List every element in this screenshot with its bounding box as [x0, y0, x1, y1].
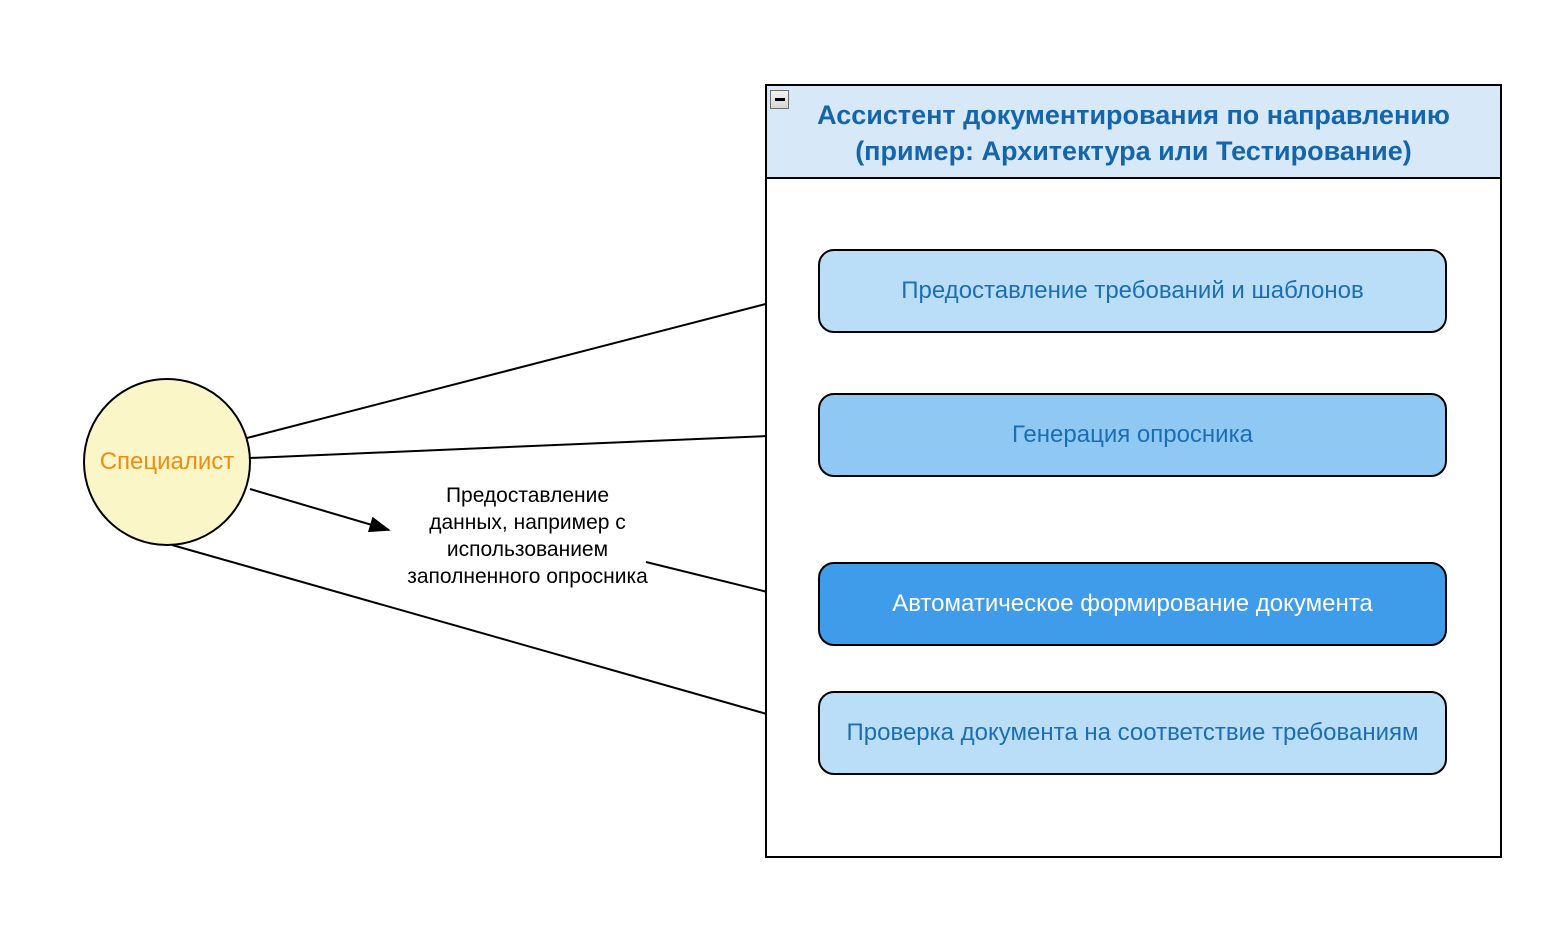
edge-label: Предоставление данных, например с исполь…: [407, 484, 648, 588]
usecase-check-document-compliance[interactable]: Проверка документа на соответствие требо…: [818, 691, 1447, 775]
usecase-label: Предоставление требований и шаблонов: [901, 277, 1364, 304]
usecase-label: Проверка документа на соответствие требо…: [846, 719, 1419, 746]
system-title: Ассистент документирования по направлени…: [817, 99, 1450, 166]
usecase-label: Генерация опросника: [1012, 421, 1253, 448]
edge-actor-to-usecase-2: [249, 426, 818, 459]
edge-actor-to-usecase-1: [246, 288, 818, 439]
usecase-auto-generate-document[interactable]: Автоматическое формирование документа: [818, 562, 1447, 646]
usecase-generate-questionnaire[interactable]: Генерация опросника: [818, 393, 1447, 477]
edge-actor-to-label: [249, 488, 391, 533]
actor-specialist[interactable]: Специалист: [83, 378, 251, 546]
usecase-label: Автоматическое формирование документа: [892, 590, 1373, 617]
collapse-minus-icon[interactable]: [770, 90, 789, 109]
actor-label: Специалист: [99, 448, 235, 475]
system-header[interactable]: Ассистент документирования по направлени…: [767, 86, 1500, 179]
usecase-provide-requirements[interactable]: Предоставление требований и шаблонов: [818, 249, 1447, 333]
